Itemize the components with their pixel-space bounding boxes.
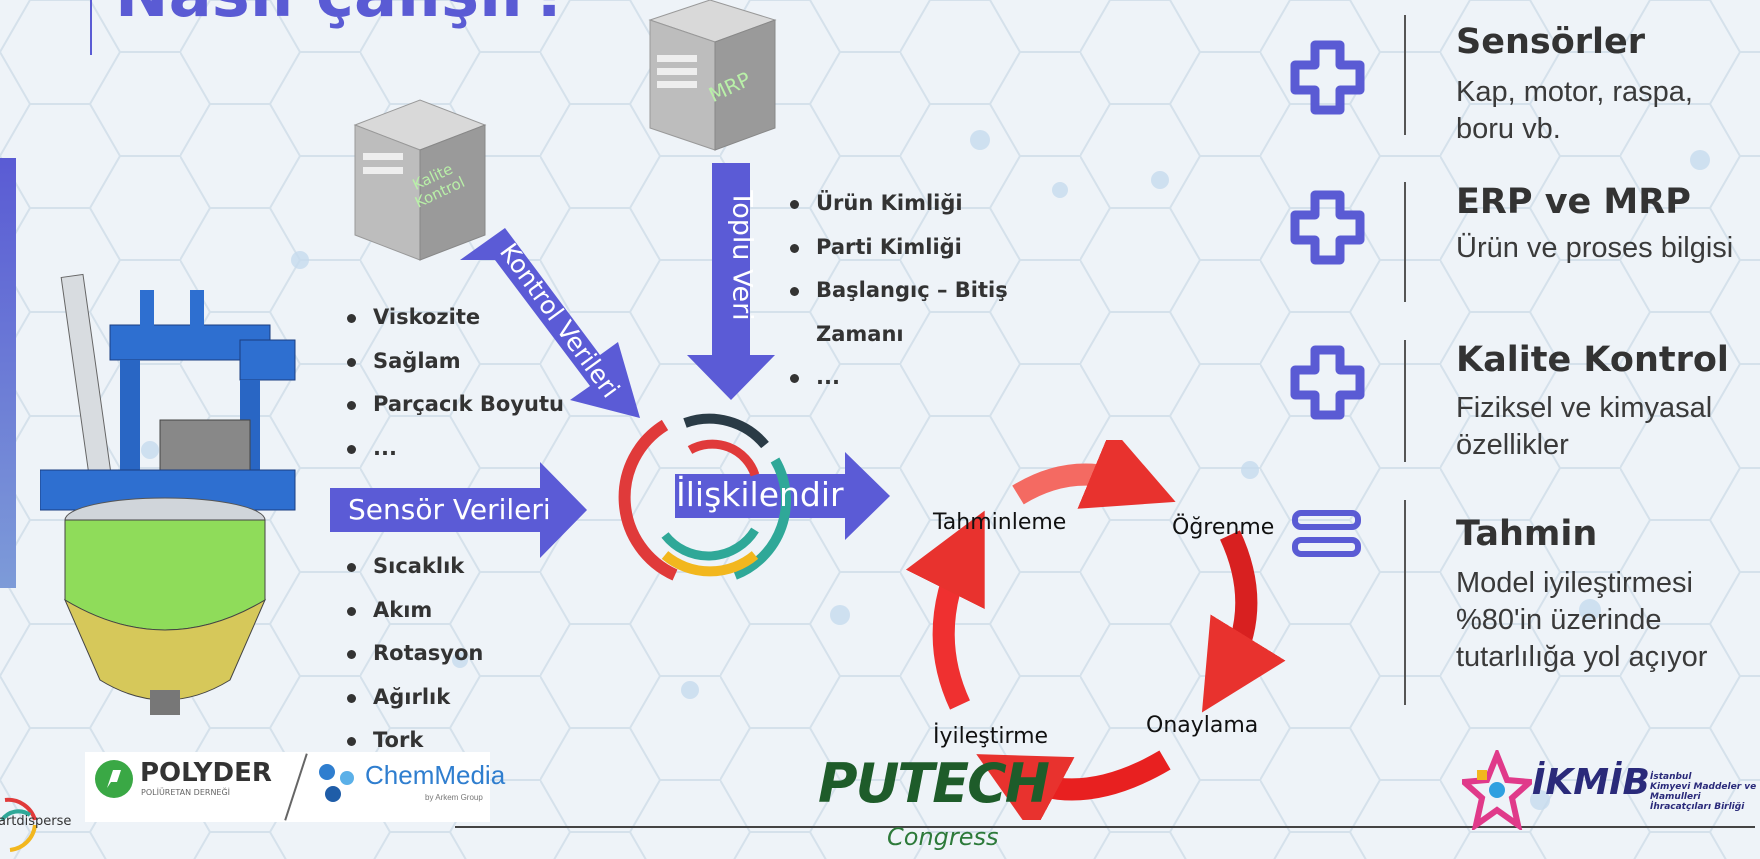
ikmib-logo-text: İKMİB — [1532, 762, 1650, 803]
correlate-rings-icon — [618, 413, 791, 581]
bulk-data-label: Toplu Veri — [726, 190, 758, 321]
product-info-list: Ürün Kimliği Parti Kimliği Başlangıç – B… — [788, 182, 1008, 400]
list-item: Viskozite — [345, 296, 564, 340]
sensor-data-label: Sensör Verileri — [348, 493, 551, 526]
panel-divider — [1404, 340, 1406, 462]
list-item: Sağlam — [345, 340, 564, 384]
mrp-server-icon — [648, 0, 777, 151]
list-item: Akım — [345, 589, 483, 633]
correlate-label: İlişkilendir — [676, 475, 844, 514]
panel-text-quality: Fiziksel ve kimyasal özellikler — [1456, 392, 1713, 461]
plus-icon — [1290, 345, 1365, 420]
plus-icon — [1290, 190, 1365, 265]
equals-icon — [1292, 510, 1361, 557]
smartdisperse-logo-text: artdisperse — [0, 814, 72, 829]
panel-divider — [1404, 182, 1406, 302]
polyder-logo-subtitle: POLİÜRETAN DERNEĞİ — [141, 788, 231, 797]
chemmedia-logo-icon — [319, 764, 354, 802]
list-item: ... — [345, 427, 564, 471]
panel-title-prediction: Tahmin — [1456, 514, 1598, 554]
panel-text-sensors: Kap, motor, raspa, boru vb. — [1456, 76, 1693, 145]
panel-title-erp: ERP ve MRP — [1456, 182, 1691, 222]
putech-logo-subtitle: Congress — [887, 823, 999, 851]
panel-title-quality: Kalite Kontrol — [1456, 340, 1729, 380]
list-item: ... — [788, 356, 1008, 400]
list-item: Rotasyon — [345, 632, 483, 676]
chemmedia-logo-subtitle: by Arkem Group — [425, 793, 483, 802]
cycle-step-improve: İyileştirme — [933, 724, 1049, 749]
polyder-logo-text: POLYDER — [140, 758, 272, 788]
left-accent-bar — [0, 158, 16, 588]
panel-text-erp: Ürün ve proses bilgisi — [1456, 232, 1734, 264]
cycle-step-predict: Tahminleme — [933, 510, 1067, 535]
list-item: Ürün Kimliği — [788, 182, 1008, 226]
panel-divider — [1404, 500, 1406, 705]
chemmedia-logo-text: ChemMedia — [365, 760, 506, 790]
polyder-logo-icon — [95, 760, 133, 798]
ikmib-logo-icon — [1462, 750, 1532, 830]
list-item: Zamanı — [816, 321, 904, 346]
page-title: Nasıl çalışır? — [115, 0, 570, 32]
list-item: Parti Kimliği — [788, 226, 1008, 270]
panel-text-prediction: Model iyileştirmesi %80'in üzerinde tuta… — [1456, 567, 1708, 673]
panel-divider — [1404, 15, 1406, 135]
list-item: Ağırlık — [345, 676, 483, 720]
footer-divider — [455, 826, 1755, 828]
learning-cycle-diagram — [905, 440, 1286, 820]
properties-list: Viskozite Sağlam Parçacık Boyutu ... — [345, 296, 564, 470]
smartdisperse-logo-icon — [0, 797, 37, 852]
list-item: Başlangıç – Bitiş — [788, 269, 1008, 313]
ikmib-logo-subtitle: İstanbul Kimyevi Maddeler ve Mamulleri İ… — [1650, 772, 1757, 812]
cycle-step-validate: Onaylama — [1146, 713, 1259, 738]
quality-control-server-icon — [353, 99, 487, 261]
panel-title-sensors: Sensörler — [1456, 22, 1645, 62]
cycle-step-learn: Öğrenme — [1172, 515, 1275, 540]
title-divider — [90, 0, 92, 55]
plus-icon — [1290, 40, 1365, 115]
list-item: Sıcaklık — [345, 545, 483, 589]
list-item: Tork — [345, 719, 483, 763]
putech-logo-text: PUTECH — [818, 752, 1050, 815]
list-item: Parçacık Boyutu — [345, 383, 564, 427]
mixer-machine-illustration — [40, 273, 296, 715]
